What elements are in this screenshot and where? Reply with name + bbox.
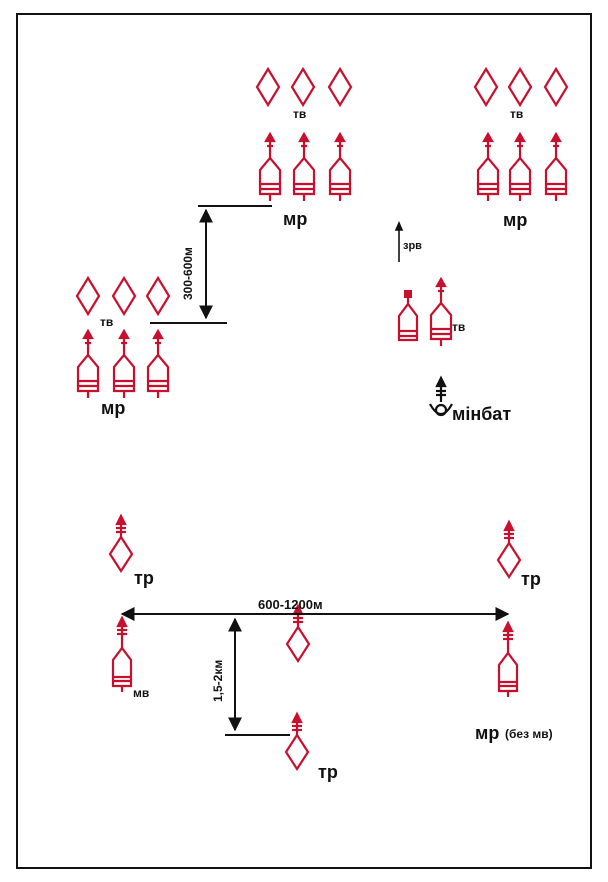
tank-left-2 (111, 275, 137, 317)
recon-tank-bottom (284, 711, 310, 772)
ifv-left-1 (76, 328, 100, 398)
ifv-center-1 (258, 131, 282, 201)
label-mr-left: мр (101, 398, 125, 418)
label-tr-bottom: тр (318, 762, 338, 782)
label-tr-left: тр (134, 568, 154, 588)
mortar-battery-symbol (429, 375, 453, 417)
ifv-right-2 (508, 131, 532, 201)
ifv-left-3 (146, 328, 170, 398)
command-vehicle-symbol (397, 290, 419, 342)
label-mr-right: мр (503, 210, 527, 230)
label-tv-right: тв (510, 107, 523, 121)
tank-center-2 (290, 66, 316, 108)
recon-tank-left (108, 513, 134, 574)
label-bez-mv: (без мв) (505, 727, 553, 741)
label-mr-center: мр (283, 209, 307, 229)
ifv-right-3 (544, 131, 568, 201)
ifv-right-1 (476, 131, 500, 201)
tank-left-3 (145, 275, 171, 317)
zrv-arrow (394, 220, 404, 262)
recon-ifv-right (497, 620, 519, 697)
tank-left-1 (75, 275, 101, 317)
label-mv: мв (133, 686, 149, 700)
dimension-label-echelon-gap: 300-600м (181, 247, 195, 300)
tank-right-2 (507, 66, 533, 108)
ifv-tv-small (429, 276, 453, 346)
label-tv-left: тв (100, 315, 113, 329)
tank-center-1 (255, 66, 281, 108)
tank-right-1 (473, 66, 499, 108)
label-tr-right: тр (521, 569, 541, 589)
label-tv-center: тв (293, 107, 306, 121)
ifv-left-2 (112, 328, 136, 398)
dimension-label-frontage: 600-1200м (258, 597, 323, 612)
tank-right-3 (543, 66, 569, 108)
dimension-lines (120, 205, 510, 736)
tank-center-3 (327, 66, 353, 108)
recon-tank-right (496, 519, 522, 580)
dimension-label-depth: 1,5-2км (211, 660, 225, 702)
label-zrv: зрв (403, 240, 422, 252)
label-tv-small: тв (452, 320, 465, 334)
recon-ifv-mv (111, 615, 133, 692)
ifv-center-3 (328, 131, 352, 201)
label-mr-bottom-right: мр (475, 723, 499, 743)
ifv-center-2 (292, 131, 316, 201)
label-minbat: мінбат (452, 404, 511, 424)
